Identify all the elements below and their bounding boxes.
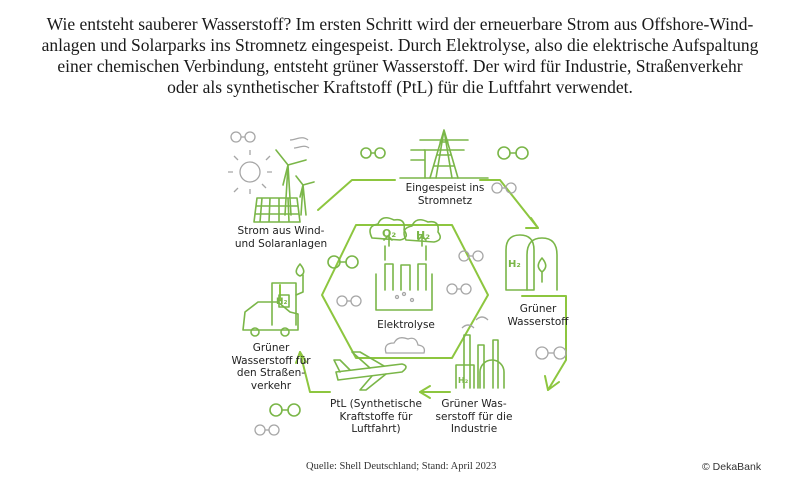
- label-gruener-wasserstoff: Grüner Wasserstoff: [507, 303, 569, 328]
- h2-molecule-icon: [269, 403, 301, 417]
- h2-molecule-icon: [254, 424, 280, 436]
- h2-molecule-icon: [491, 182, 517, 194]
- h2-molecule-icon: [336, 295, 362, 307]
- h2-formula: H₂: [416, 229, 430, 242]
- truck-h2-formula: H₂: [458, 376, 469, 385]
- factory-icon: H₂: [455, 316, 505, 389]
- copyright-note: © DekaBank: [702, 461, 762, 473]
- fuel-station-car-icon: H₂: [242, 263, 305, 337]
- intro-text: Wie entsteht sauberer Wasserstoff? Im er…: [41, 14, 759, 97]
- arrow-strom-to-netz: [317, 179, 396, 211]
- airplane-icon: [333, 351, 407, 391]
- label-strom: Strom aus Wind- und Solaranlagen: [234, 225, 328, 250]
- label-industrie: Grüner Was- serstoff für die Industrie: [435, 398, 513, 435]
- o2-formula: O₂: [382, 227, 396, 240]
- car-h2-formula: H₂: [276, 297, 288, 307]
- wind-solar-icon: [228, 137, 315, 223]
- cycle-arrows: [279, 179, 567, 399]
- tank-h2-formula: H₂: [508, 259, 521, 270]
- h2-molecule-icon: [535, 346, 567, 360]
- h2-molecule-icon: [458, 250, 484, 262]
- h2-molecule-icon: [230, 131, 256, 143]
- h2-molecule-icon: [327, 255, 359, 269]
- o2-h2-clouds: O₂ H₂: [369, 216, 442, 243]
- cloud-icon: [384, 337, 426, 354]
- h2-molecules: [230, 131, 567, 436]
- power-pylon-icon: [399, 129, 489, 179]
- label-ptl: PtL (Synthetische Kraftstoffe für Luftfa…: [330, 398, 422, 435]
- label-strassenverkehr: Grüner Wasserstoff für den Straßen- verk…: [231, 342, 311, 392]
- source-note: Quelle: Shell Deutschland; Stand: April …: [306, 461, 497, 472]
- h2-molecule-icon: [497, 146, 529, 160]
- electrolysis-beaker-icon: [375, 235, 433, 311]
- h2-molecule-icon: [446, 283, 472, 295]
- hydrogen-tank-icon: H₂: [505, 234, 558, 291]
- label-stromnetz: Eingespeist ins Stromnetz: [405, 182, 485, 207]
- label-elektrolyse: Elektrolyse: [377, 319, 435, 331]
- inner-hexagon: [321, 224, 489, 359]
- h2-molecule-icon: [360, 147, 386, 159]
